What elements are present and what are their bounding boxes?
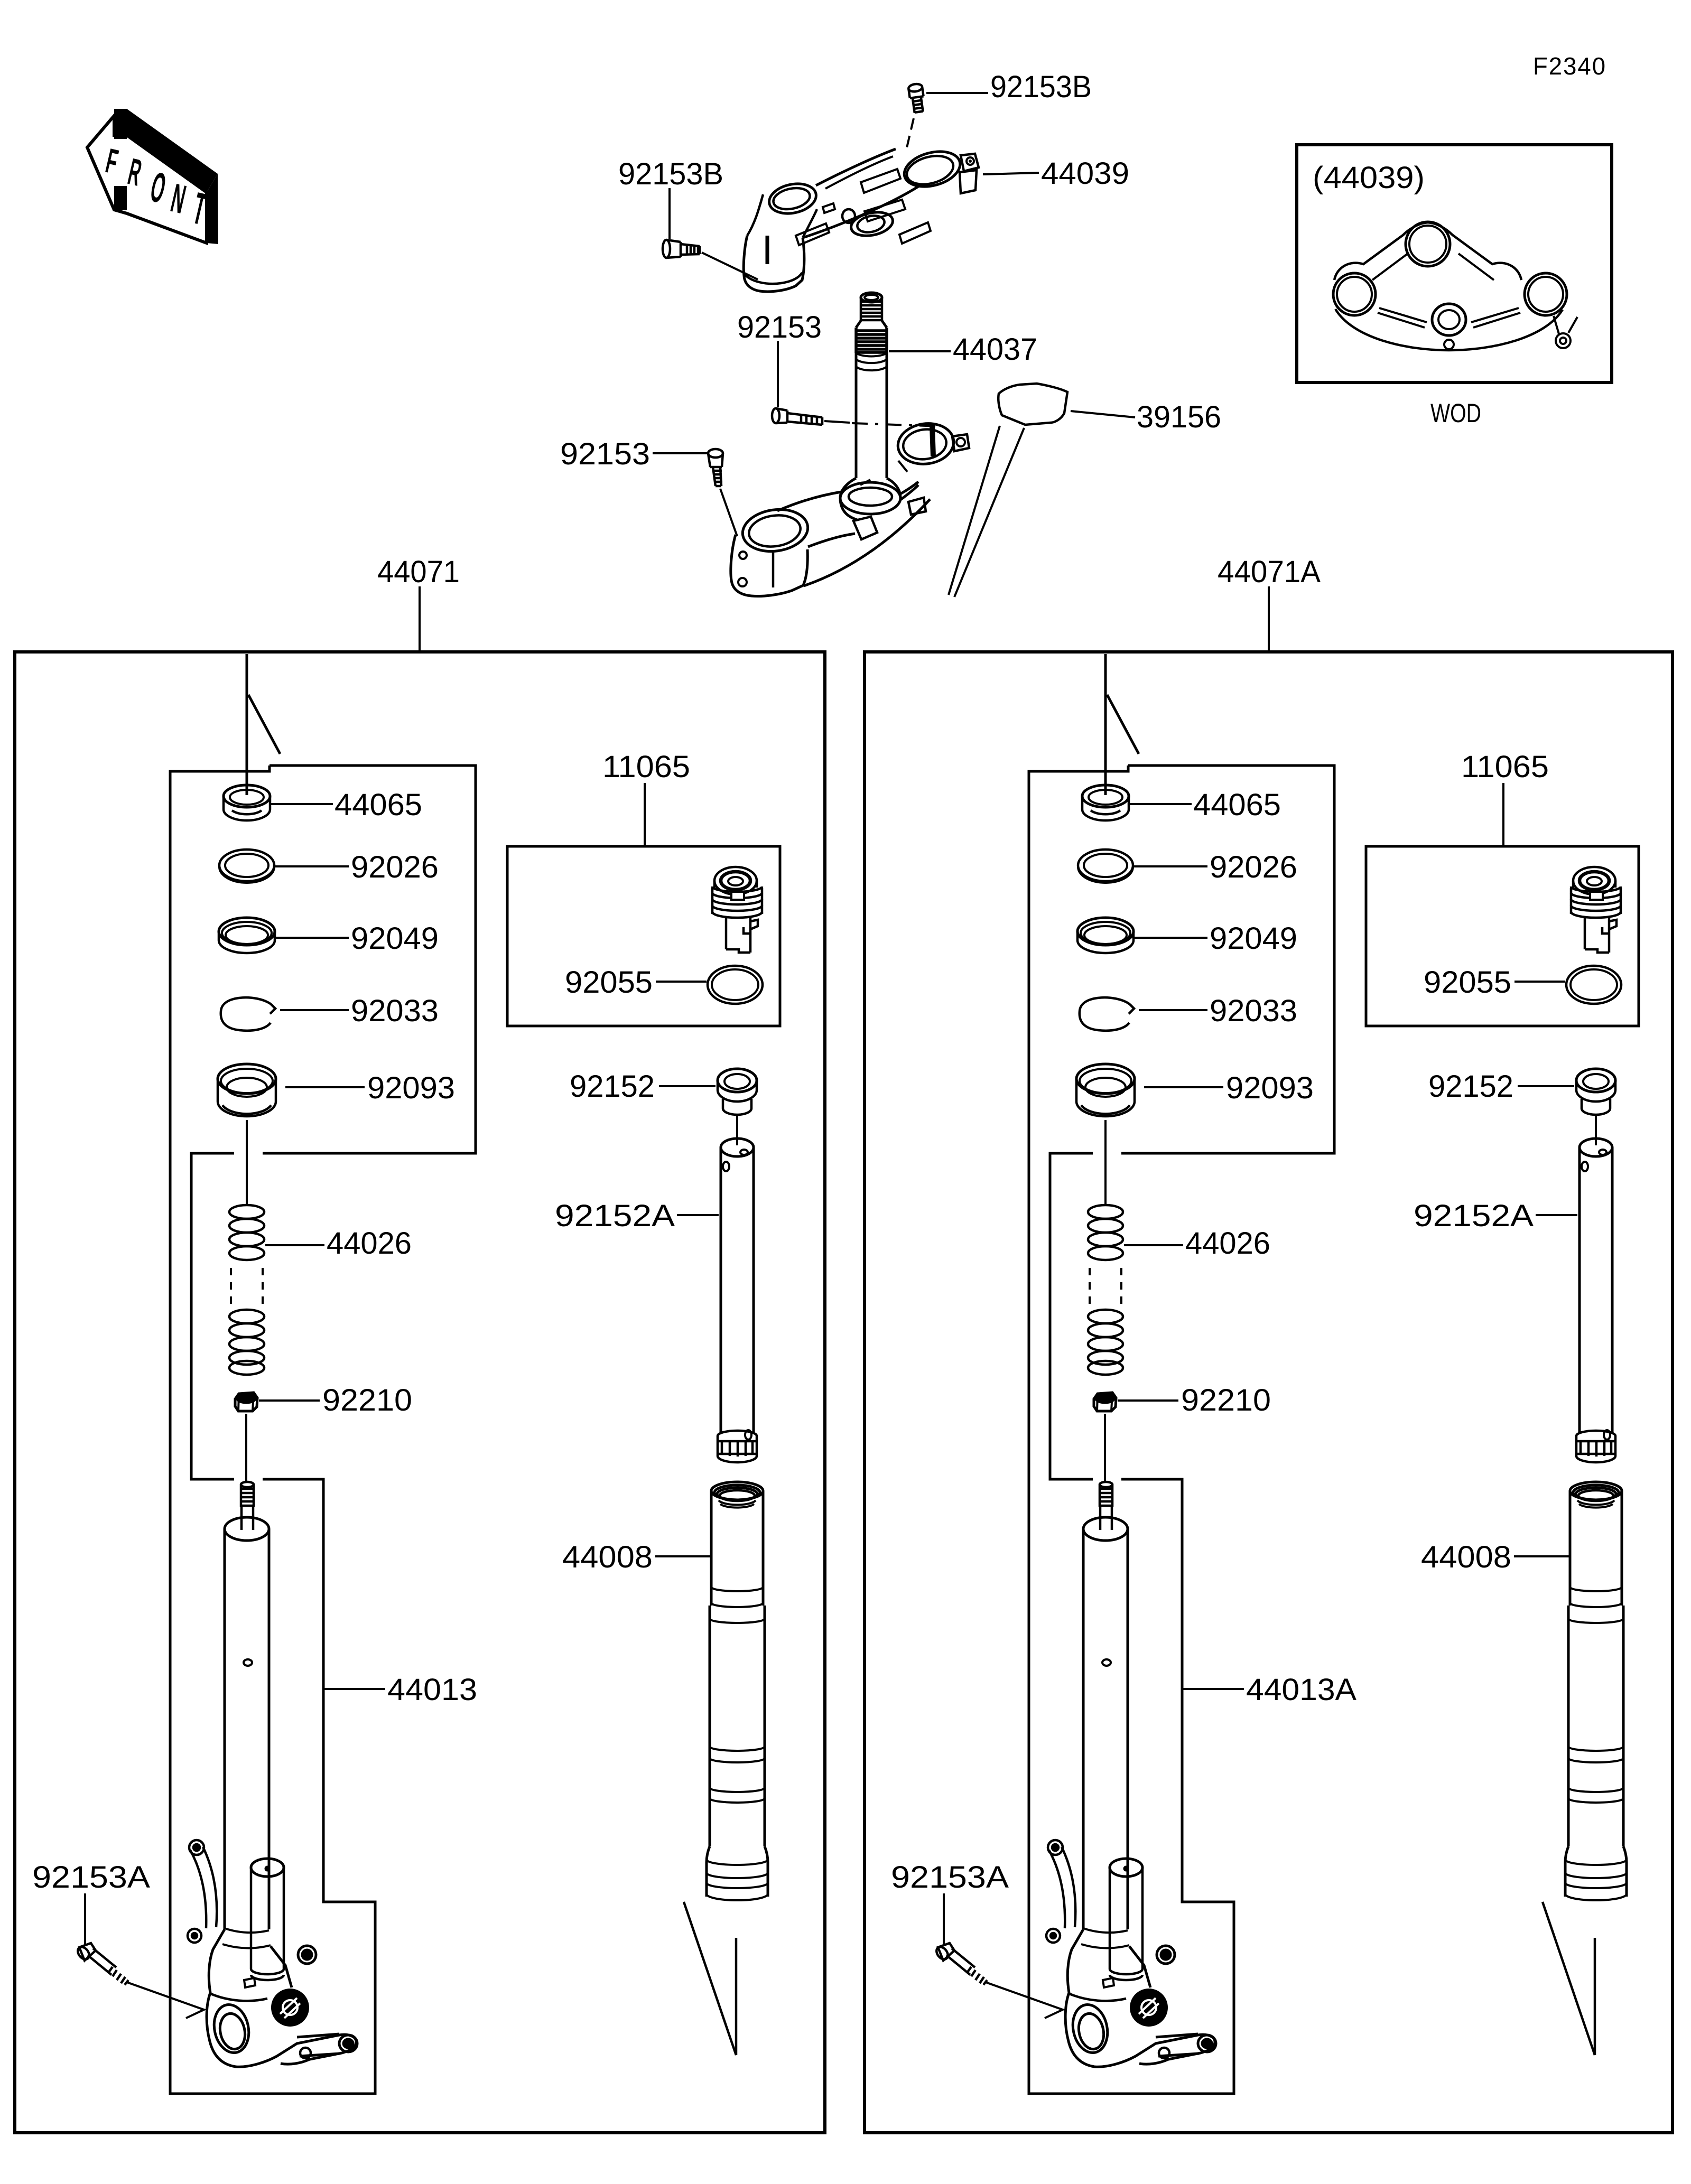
svg-text:F2340: F2340 xyxy=(1533,52,1606,80)
svg-text:WOD: WOD xyxy=(1430,398,1481,428)
svg-text:92153B: 92153B xyxy=(990,70,1092,104)
svg-text:92153: 92153 xyxy=(560,437,650,471)
svg-text:44013A: 44013A xyxy=(1246,1673,1356,1707)
svg-text:92153B: 92153B xyxy=(618,157,723,191)
svg-text:44071A: 44071A xyxy=(1218,555,1321,589)
svg-text:44071: 44071 xyxy=(377,555,460,589)
svg-text:92153: 92153 xyxy=(737,310,822,344)
svg-text:44039: 44039 xyxy=(1041,156,1129,191)
svg-text:44037: 44037 xyxy=(953,332,1037,367)
svg-text:44013: 44013 xyxy=(387,1673,477,1707)
svg-text:(44039): (44039) xyxy=(1313,161,1425,195)
svg-text:39156: 39156 xyxy=(1137,400,1221,434)
